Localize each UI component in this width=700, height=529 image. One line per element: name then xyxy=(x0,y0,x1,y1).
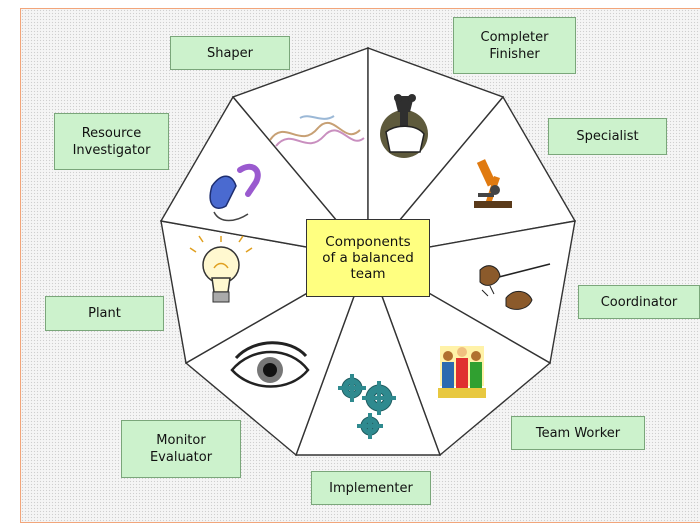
label-monitor-evaluator: Monitor Evaluator xyxy=(121,420,241,478)
label-team-worker: Team Worker xyxy=(511,416,645,450)
light-bulb-icon xyxy=(189,235,253,303)
conductor-hands-icon xyxy=(479,263,551,310)
label-plant: Plant xyxy=(45,296,164,331)
label-coordinator: Coordinator xyxy=(578,285,700,319)
center-title-box: Components of a balanced team xyxy=(306,219,430,297)
gears-icon xyxy=(338,374,396,439)
trophy-hand-icon xyxy=(380,94,428,158)
label-resource-investigator: Resource Investigator xyxy=(54,113,169,170)
label-completer-finisher: Completer Finisher xyxy=(453,17,576,74)
people-group-icon xyxy=(438,346,486,398)
eye-icon xyxy=(230,341,310,388)
label-shaper: Shaper xyxy=(170,36,290,70)
telephone-icon xyxy=(209,163,261,222)
streamer-icon xyxy=(269,115,365,147)
label-implementer: Implementer xyxy=(311,471,431,505)
sector-resource-investigator xyxy=(159,95,370,260)
label-specialist: Specialist xyxy=(548,118,667,155)
microscope-icon xyxy=(474,159,512,208)
